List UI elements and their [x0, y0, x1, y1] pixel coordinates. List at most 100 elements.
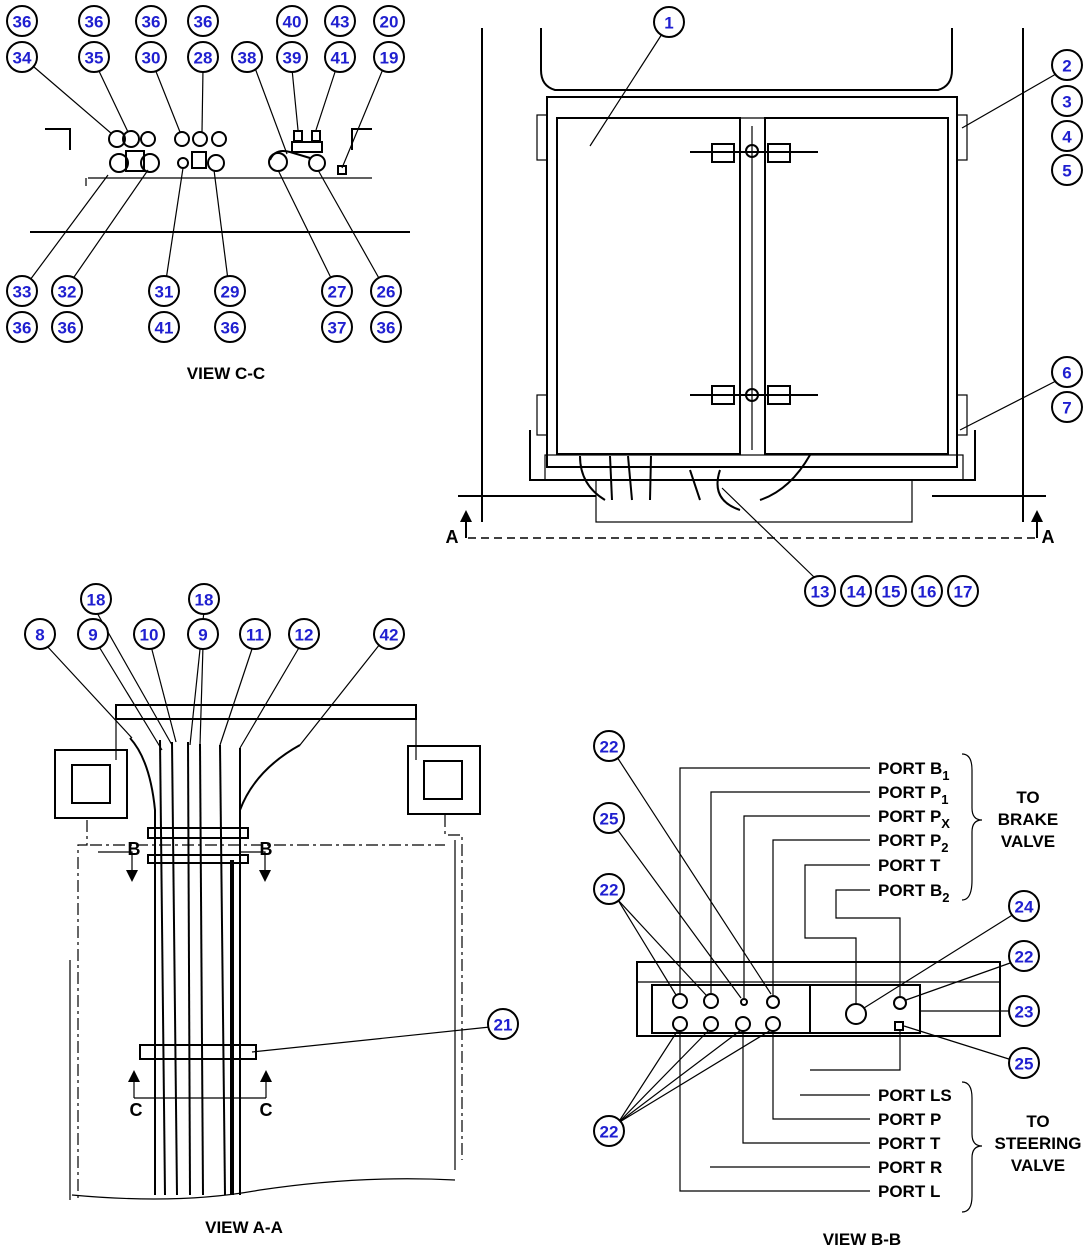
port-label-b2: PORT B2 — [878, 881, 949, 905]
part-balloon-23: 23 — [1008, 995, 1040, 1027]
balloon-number: 30 — [142, 49, 161, 68]
steering-group-line-1: TO — [1026, 1112, 1049, 1131]
balloon-number: 1 — [664, 14, 673, 33]
balloon-circle — [239, 618, 271, 650]
part-balloon-41: 41 — [324, 41, 356, 73]
part-balloon-28: 28 — [187, 41, 219, 73]
part-balloon-14: 14 — [840, 575, 872, 607]
balloon-circle — [875, 575, 907, 607]
port-label-t: PORT T — [878, 856, 941, 875]
port-label-p: PORT P — [878, 1110, 941, 1129]
balloon-number: 4 — [1062, 128, 1072, 147]
balloon-number: 41 — [331, 49, 350, 68]
balloon-circle — [324, 5, 356, 37]
part-balloon-16: 16 — [911, 575, 943, 607]
part-balloon-32: 32 — [51, 275, 83, 307]
balloon-number: 36 — [377, 319, 396, 338]
balloon-number: 22 — [600, 881, 619, 900]
balloon-number: 15 — [882, 583, 901, 602]
part-balloon-36: 36 — [6, 5, 38, 37]
balloon-circle — [1051, 154, 1083, 186]
balloon-circle — [653, 6, 685, 38]
balloon-number: 22 — [600, 1123, 619, 1142]
balloon-circle — [804, 575, 836, 607]
port-label-ls: PORT LS — [878, 1086, 952, 1105]
balloon-circle — [24, 618, 56, 650]
view-b-b-title: VIEW B-B — [823, 1230, 901, 1249]
part-balloon-6: 6 — [1051, 356, 1083, 388]
balloon-number: 25 — [1015, 1055, 1034, 1074]
balloon-circle — [1008, 995, 1040, 1027]
balloon-circle — [148, 311, 180, 343]
part-balloon-5: 5 — [1051, 154, 1083, 186]
balloon-number: 6 — [1062, 364, 1071, 383]
part-balloon-36: 36 — [370, 311, 402, 343]
balloon-circle — [187, 41, 219, 73]
steering-group-line-2: STEERING — [995, 1134, 1082, 1153]
balloon-circle — [911, 575, 943, 607]
part-balloon-43: 43 — [324, 5, 356, 37]
balloon-circle — [373, 5, 405, 37]
balloon-circle — [288, 618, 320, 650]
part-balloon-13: 13 — [804, 575, 836, 607]
part-balloon-31: 31 — [148, 275, 180, 307]
balloon-circle — [370, 311, 402, 343]
part-balloon-27: 27 — [321, 275, 353, 307]
part-balloon-22: 22 — [1008, 940, 1040, 972]
balloon-number: 37 — [328, 319, 347, 338]
balloon-number: 36 — [221, 319, 240, 338]
port-label-p2: PORT P2 — [878, 831, 949, 855]
section-mark-c-left: C — [130, 1100, 143, 1120]
section-mark-a-right: A — [1042, 527, 1055, 547]
part-balloon-12: 12 — [288, 618, 320, 650]
balloon-circle — [6, 5, 38, 37]
part-balloon-8: 8 — [24, 618, 56, 650]
balloon-number: 20 — [380, 13, 399, 32]
balloon-circle — [321, 311, 353, 343]
balloon-number: 39 — [283, 49, 302, 68]
balloon-circle — [51, 311, 83, 343]
balloon-circle — [1051, 85, 1083, 117]
part-balloon-36: 36 — [187, 5, 219, 37]
balloon-number: 10 — [140, 626, 159, 645]
balloon-number: 8 — [35, 626, 44, 645]
balloon-number: 42 — [380, 626, 399, 645]
balloon-circle — [6, 275, 38, 307]
balloon-number: 32 — [58, 283, 77, 302]
balloon-number: 29 — [221, 283, 240, 302]
part-balloon-42: 42 — [373, 618, 405, 650]
balloon-circle — [51, 275, 83, 307]
section-mark-b-right: B — [260, 839, 273, 859]
port-label-r: PORT R — [878, 1158, 942, 1177]
part-balloon-29: 29 — [214, 275, 246, 307]
part-balloon-36: 36 — [214, 311, 246, 343]
balloon-number: 22 — [600, 738, 619, 757]
port-label-l: PORT L — [878, 1182, 940, 1201]
view-b-b-drawing — [616, 753, 1015, 1213]
balloon-number: 9 — [198, 626, 207, 645]
balloon-circle — [593, 802, 625, 834]
main-box-view-drawing — [458, 28, 1057, 579]
part-balloon-36: 36 — [78, 5, 110, 37]
balloon-circle — [373, 41, 405, 73]
balloon-circle — [135, 41, 167, 73]
balloon-circle — [214, 275, 246, 307]
balloon-circle — [214, 311, 246, 343]
part-balloon-35: 35 — [78, 41, 110, 73]
port-label-b1: PORT B1 — [878, 759, 949, 783]
balloon-number: 36 — [13, 13, 32, 32]
view-a-a-title: VIEW A-A — [205, 1218, 283, 1237]
part-balloon-25: 25 — [1008, 1047, 1040, 1079]
part-balloon-21: 21 — [487, 1008, 519, 1040]
part-balloon-22: 22 — [593, 873, 625, 905]
balloon-number: 13 — [811, 583, 830, 602]
balloon-circle — [947, 575, 979, 607]
brake-group-line-1: TO — [1016, 788, 1039, 807]
balloon-circle — [6, 41, 38, 73]
balloon-circle — [78, 41, 110, 73]
balloon-circle — [370, 275, 402, 307]
balloon-circle — [80, 583, 112, 615]
balloon-circle — [276, 41, 308, 73]
balloon-circle — [1008, 890, 1040, 922]
